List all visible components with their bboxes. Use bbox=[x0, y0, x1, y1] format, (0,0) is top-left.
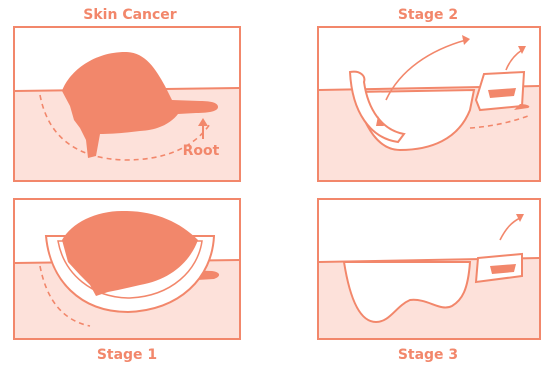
skin-cancer-title: Skin Cancer bbox=[83, 7, 177, 23]
root-label: Root bbox=[183, 143, 220, 159]
panel-stage-1: Stage 1 bbox=[14, 199, 240, 363]
stage-1-title: Stage 1 bbox=[97, 347, 157, 363]
stage-3-title: Stage 3 bbox=[398, 347, 458, 363]
panel-stage-3: Stage 3 bbox=[318, 199, 540, 363]
stage-2-title: Stage 2 bbox=[398, 7, 458, 23]
panel-skin-cancer: Skin Cancer Root bbox=[14, 7, 240, 181]
panel-stage-2: Stage 2 bbox=[318, 7, 540, 181]
